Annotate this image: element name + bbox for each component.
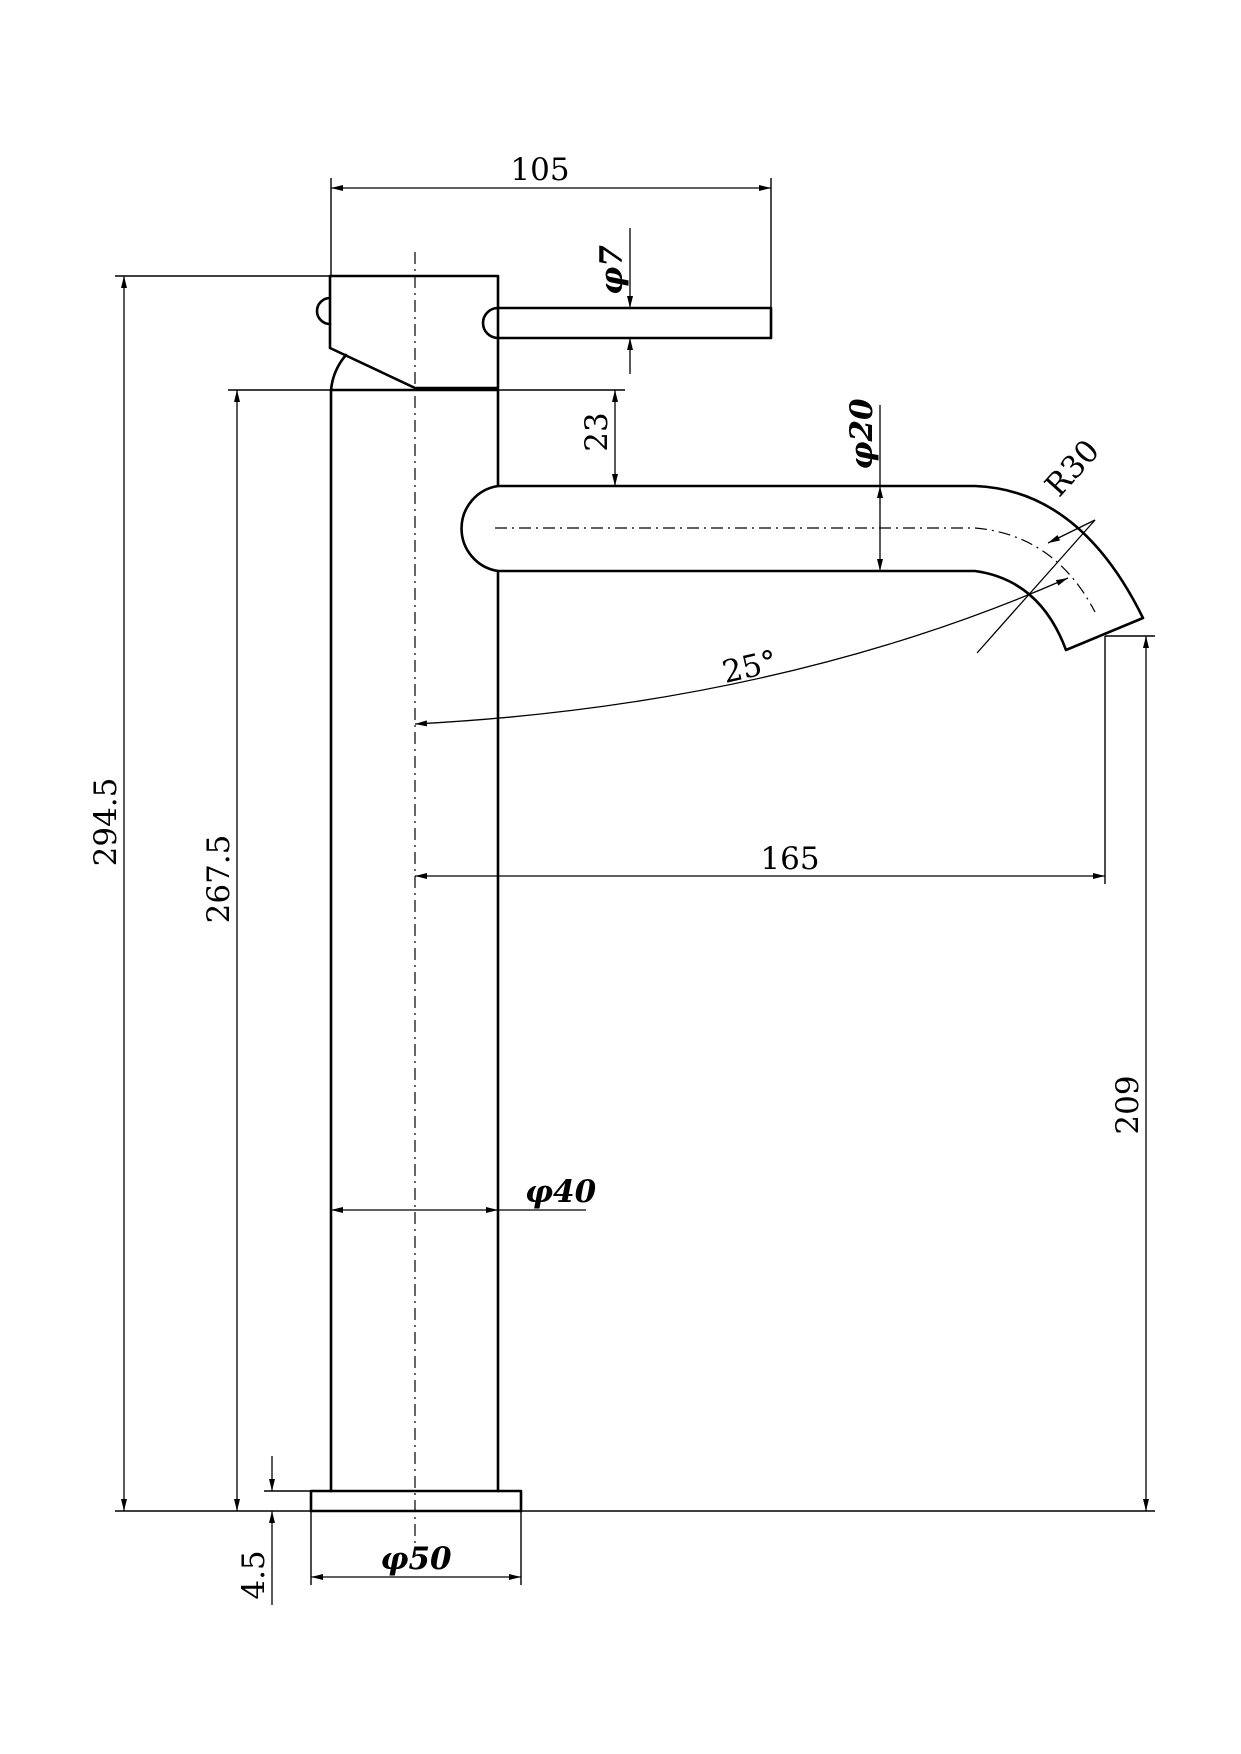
label-spout-diameter: φ20: [844, 398, 880, 470]
label-spout-offset: 23: [579, 412, 615, 451]
label-total-height: 294.5: [88, 778, 124, 867]
dim-base-diameter: φ50: [310, 1511, 522, 1585]
handle-transition: [329, 353, 348, 392]
label-spout-clearance: 209: [1110, 1075, 1146, 1134]
base-plate: [309, 1489, 523, 1513]
dim-lever-diameter: φ7: [594, 228, 633, 374]
faucet-outline: [309, 274, 1145, 1513]
label-spout-reach: 165: [760, 841, 819, 877]
dim-total-height: 294.5: [88, 275, 330, 1512]
label-spout-radius: R30: [1038, 433, 1107, 504]
body-column: [329, 388, 500, 1493]
label-base-diameter: φ50: [380, 1541, 452, 1577]
label-body-diameter: φ40: [525, 1174, 597, 1210]
dim-base-thickness: 4.5: [236, 1456, 311, 1605]
label-spout-angle: 25°: [719, 644, 781, 691]
dim-spout-angle: 25°: [414, 577, 1069, 727]
center-lines: [414, 252, 1096, 1555]
dim-spout-offset: 23: [498, 389, 625, 486]
dim-body-diameter: φ40: [331, 1174, 597, 1213]
label-base-thickness: 4.5: [236, 1550, 272, 1599]
label-lever-diameter: φ7: [594, 245, 630, 295]
dim-spout-reach: 165: [415, 636, 1106, 884]
handle-block: [328, 274, 500, 390]
handle-knob: [315, 296, 332, 326]
spout-centerline: [495, 527, 1096, 613]
dim-handle-width: 105: [330, 152, 772, 308]
dim-spout-diameter: φ20: [844, 398, 883, 571]
label-handle-width: 105: [510, 152, 569, 188]
spout: [460, 484, 1145, 652]
dim-spout-clearance: 209: [521, 635, 1155, 1512]
lever: [481, 306, 773, 340]
dim-spout-radius: R30: [976, 433, 1107, 654]
dim-body-height: 267.5: [201, 389, 331, 1511]
label-body-height: 267.5: [201, 835, 237, 924]
